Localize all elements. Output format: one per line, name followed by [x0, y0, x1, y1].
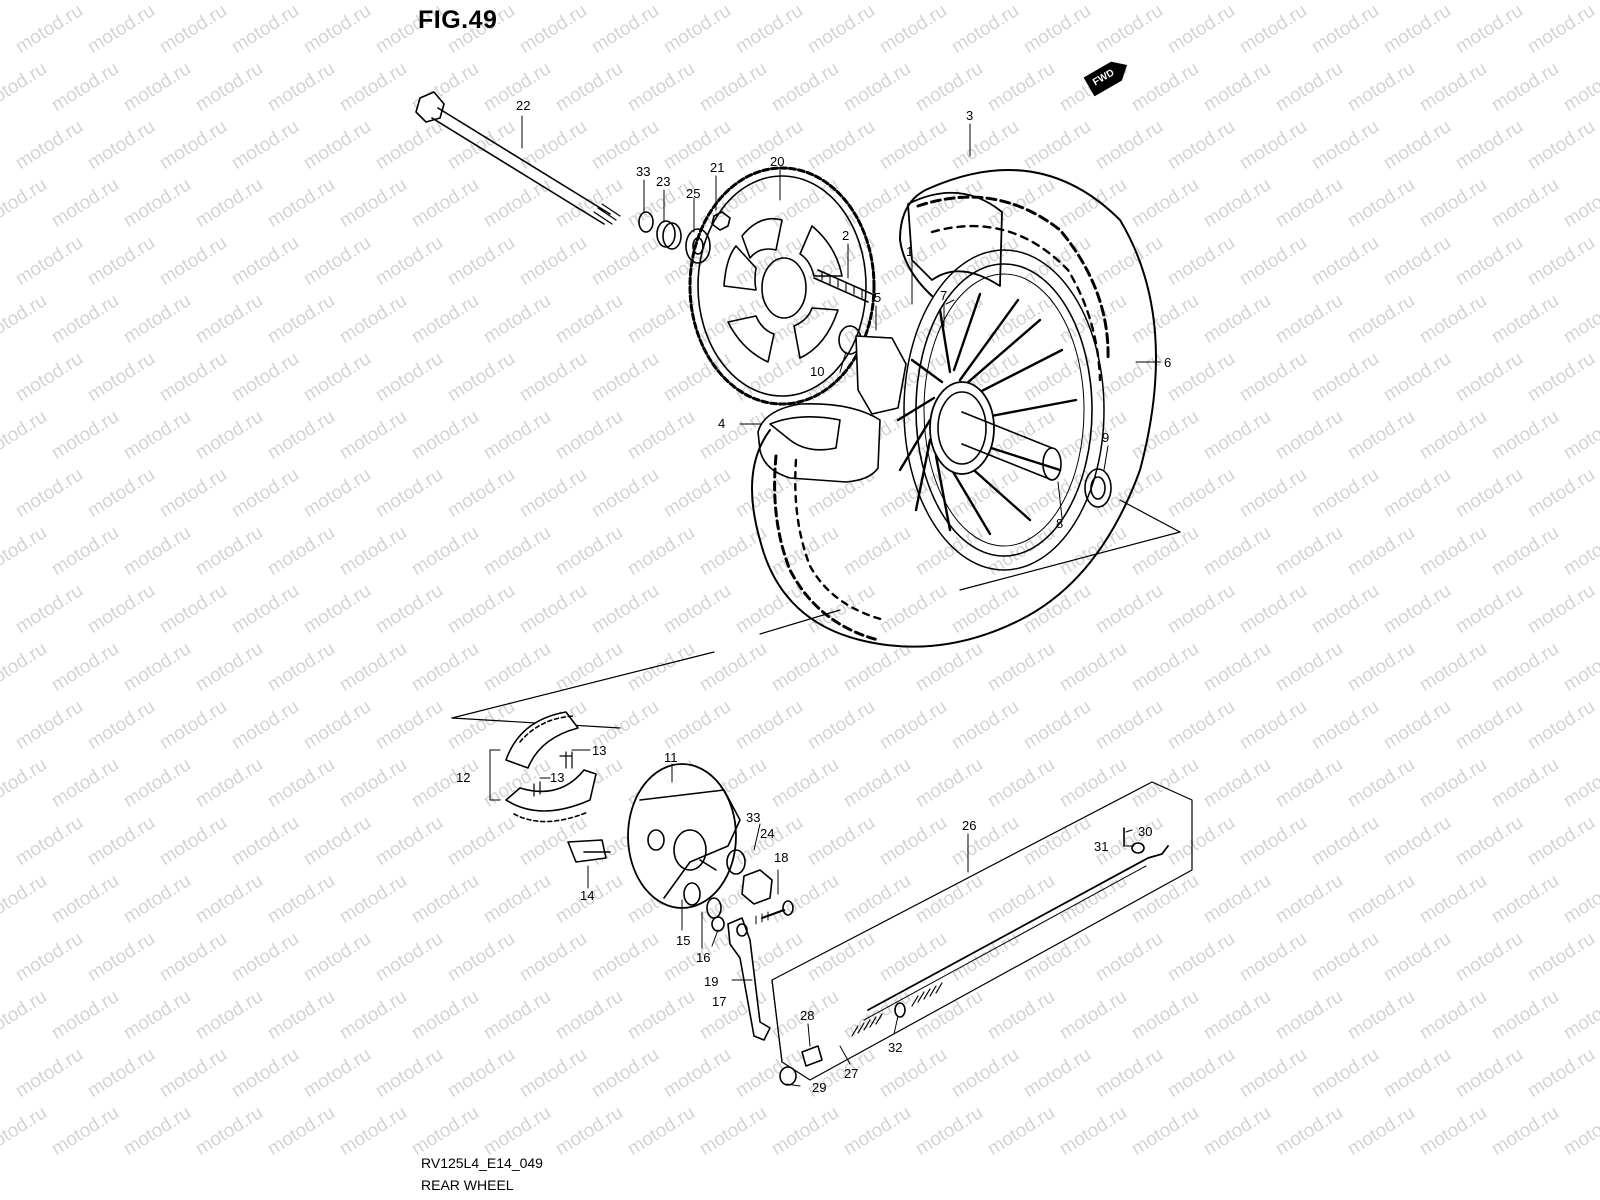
brake-rod-box	[771, 781, 1193, 1081]
sprocket	[688, 166, 876, 406]
callout-20: 20	[770, 154, 784, 169]
callout-15: 15	[676, 933, 690, 948]
callout-17: 17	[712, 994, 726, 1009]
wheel-hub	[929, 381, 995, 475]
callout-4: 4	[718, 416, 725, 431]
axle-spacer-8	[1042, 447, 1062, 481]
callout-19: 19	[704, 974, 718, 989]
callout-27: 27	[844, 1066, 858, 1081]
stud-bolt	[813, 269, 873, 303]
callout-28: 28	[800, 1008, 814, 1023]
callout-23: 23	[656, 174, 670, 189]
tube	[907, 191, 1003, 287]
callout-6: 6	[1164, 355, 1171, 370]
callout-32: 32	[888, 1040, 902, 1055]
callout-21: 21	[710, 160, 724, 175]
callout-5: 5	[874, 290, 881, 305]
brake-arm	[727, 917, 771, 1041]
bearing-9	[1084, 468, 1112, 508]
figure-name: REAR WHEEL	[421, 1177, 514, 1193]
callout-30: 30	[1138, 824, 1152, 839]
brake-shoes	[505, 711, 597, 823]
washer-33	[638, 211, 654, 233]
damper-5	[855, 335, 907, 415]
callout-29: 29	[812, 1080, 826, 1095]
callout-1: 1	[906, 244, 913, 259]
callout-22: 22	[516, 98, 530, 113]
callout-12: 12	[456, 770, 470, 785]
figure-code: RV125L4_E14_049	[421, 1155, 543, 1171]
callout-9: 9	[1102, 430, 1109, 445]
axle-bolt	[415, 91, 621, 225]
callout-33-bottom: 33	[746, 810, 760, 825]
callout-33-top: 33	[636, 164, 650, 179]
callout-26: 26	[962, 818, 976, 833]
callout-13-bottom: 13	[550, 770, 564, 785]
callout-18: 18	[774, 850, 788, 865]
callout-25: 25	[686, 186, 700, 201]
callout-13-top: 13	[592, 743, 606, 758]
callout-3: 3	[966, 108, 973, 123]
spacer-23	[662, 222, 682, 250]
callout-31: 31	[1094, 839, 1108, 854]
figure-title: FIG.49	[418, 6, 498, 34]
callout-7: 7	[940, 288, 947, 303]
brake-panel	[627, 763, 741, 909]
callout-11: 11	[664, 750, 678, 765]
callout-14: 14	[580, 888, 594, 903]
callout-16: 16	[696, 950, 710, 965]
callout-24: 24	[760, 826, 774, 841]
callout-2: 2	[842, 228, 849, 243]
brake-cam	[567, 839, 607, 863]
callout-8: 8	[1056, 516, 1063, 531]
callout-10: 10	[810, 364, 824, 379]
